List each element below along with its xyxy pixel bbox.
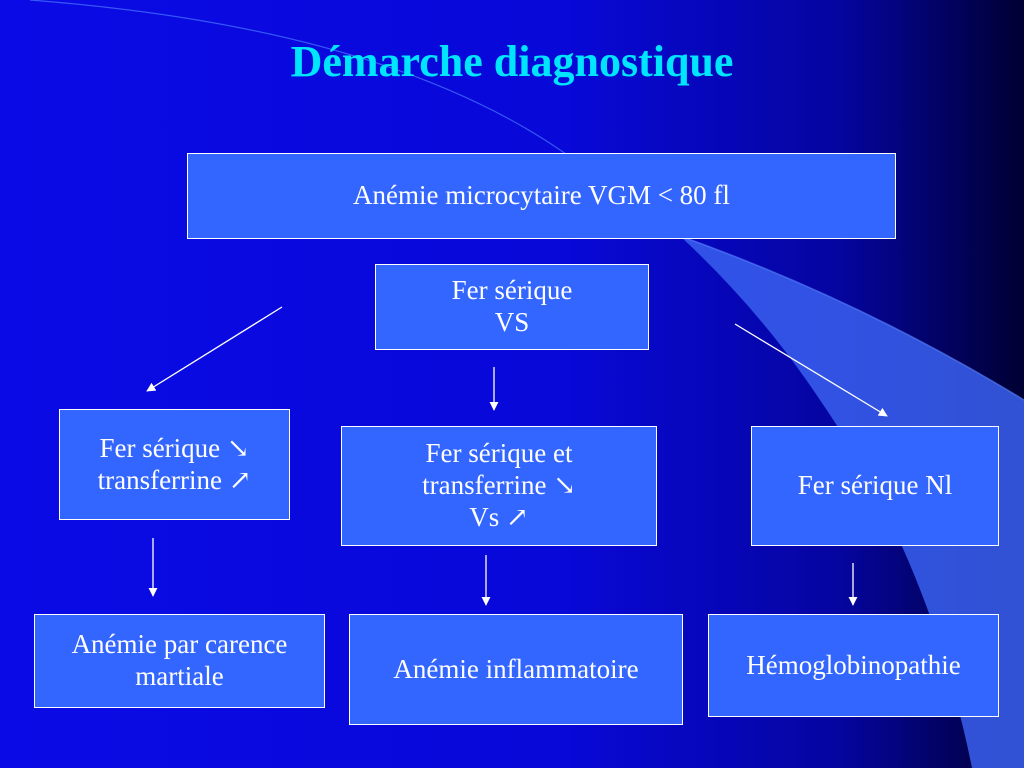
box-left: Fer sérique ↘ transferrine ↗ [59,409,290,520]
box-middle-line1: Fer sérique et [425,438,573,469]
box-result-left: Anémie par carence martiale [34,614,325,708]
box-right-text: Fer sérique Nl [797,470,953,501]
decor-arc-line [29,0,601,181]
decor-swoosh-edge [679,235,1024,401]
box-result-right: Hémoglobinopathie [708,614,999,717]
box-result-middle-text: Anémie inflammatoire [393,653,639,684]
box-tests-line2: VS [494,307,530,337]
box-middle-line2: transferrine ↘ [422,470,576,501]
box-middle-line3: Vs ↗ [469,501,529,532]
box-tests: Fer sérique VS [375,264,649,350]
slide-title: Démarche diagnostique [290,37,734,86]
box-left-line2: transferrine ↗ [97,464,252,495]
box-root: Anémie microcytaire VGM < 80 fl [187,153,896,239]
box-left-line1: Fer sérique ↘ [99,432,250,463]
box-middle: Fer sérique et transferrine ↘ Vs ↗ [341,426,657,546]
box-result-left-line2: martiale [135,661,224,691]
box-result-right-text: Hémoglobinopathie [746,649,961,680]
box-root-text: Anémie microcytaire VGM < 80 fl [353,180,730,211]
box-result-middle: Anémie inflammatoire [349,614,683,725]
box-right: Fer sérique Nl [751,426,999,546]
box-result-left-line1: Anémie par carence [71,629,288,660]
box-tests-line1: Fer sérique [451,275,573,306]
